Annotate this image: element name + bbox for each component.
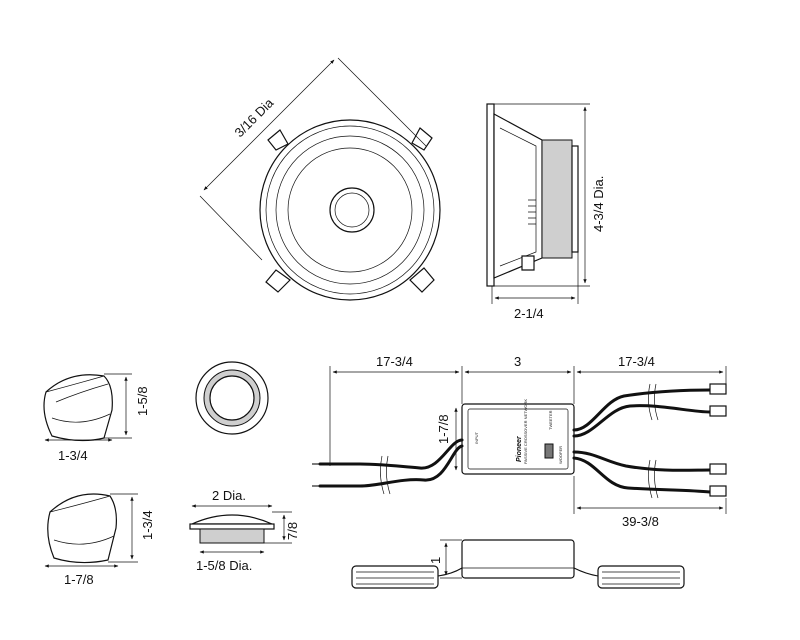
crossover-tweeter-wire-break (648, 383, 659, 421)
crossover-right-lead-label: 17-3/4 (618, 354, 655, 369)
tweeter-small-base (51, 413, 111, 423)
crossover-input-wire-lower (318, 444, 464, 488)
crossover-model-label: PASSIVE CROSSOVER NETWORK (523, 399, 528, 464)
tweeter-large-base (53, 535, 115, 545)
crossover-woofer-connector-b (709, 485, 727, 497)
tweeter-flush-side-body (199, 528, 265, 544)
woofer-cone (287, 147, 413, 273)
crossover-woofer-wire-b (572, 456, 712, 494)
crossover-top-view: 17-3/4 3 17-3/4 1-7/8 INPUT Pioneer PASS… (312, 354, 727, 529)
woofer-side-back-plate (571, 145, 579, 253)
tweeter-angled-large: 1-3/4 1-7/8 (44, 493, 155, 587)
crossover-side-view: 1 (351, 539, 685, 589)
tweeter-large-face (49, 495, 111, 513)
crossover-tweeter-wire-b (572, 404, 712, 438)
crossover-tweeter-connector-b (709, 405, 727, 417)
crossover-brand-label: Pioneer (516, 435, 523, 462)
tweeter-flush-side: 2 Dia. 7/8 1-5/8 Dia. (189, 488, 300, 573)
tweeter-large-body (47, 493, 117, 564)
crossover-input-label: INPUT (474, 431, 479, 444)
crossover-left-lead-label: 17-3/4 (376, 354, 413, 369)
tweeter-small-width-label: 1-3/4 (58, 448, 88, 463)
crossover-output-lead-label: 39-3/8 (622, 514, 659, 529)
crossover-body-length-label: 3 (514, 354, 521, 369)
tweeter-flush-dome (209, 375, 255, 421)
woofer-tab-bottom-right (409, 267, 435, 293)
woofer-side-vent-marks (528, 199, 536, 225)
crossover-woofer-connector-a (709, 463, 727, 475)
tweeter-small-face (45, 375, 109, 403)
crossover-side-cable-right-strands (602, 571, 680, 585)
woofer-diameter-ext-a (199, 195, 263, 261)
tweeter-small-height-label: 1-5/8 (135, 386, 150, 416)
tweeter-flush-side-cap (191, 514, 273, 525)
crossover-side-body (461, 539, 575, 579)
crossover-woofer-wire-break (648, 459, 659, 499)
crossover-side-cable-right (597, 565, 685, 589)
crossover-body-panel (467, 408, 569, 470)
woofer-tab-top-right (411, 127, 433, 151)
woofer-front-view: 3/16 Dia (199, 57, 441, 301)
woofer-depth-label: 2-1/4 (514, 306, 544, 321)
tweeter-flush-depth-label: 7/8 (285, 522, 300, 540)
crossover-side-cable-left-lead (437, 567, 463, 577)
tweeter-small-body (43, 374, 113, 442)
crossover-input-wire-break (380, 455, 391, 495)
woofer-frame-inner (265, 125, 435, 295)
tweeter-flush-cutout-label: 1-5/8 Dia. (196, 558, 252, 573)
crossover-side-height-label: 1 (428, 557, 443, 564)
woofer-side-terminal (521, 255, 535, 271)
crossover-woofer-output-label: WOOFER (558, 446, 563, 464)
woofer-dust-cap-ring (334, 192, 370, 228)
woofer-side-flange (486, 103, 495, 287)
crossover-input-wire-upper (318, 438, 464, 470)
tweeter-large-height-label: 1-3/4 (140, 510, 155, 540)
crossover-woofer-wire-a (572, 450, 712, 472)
woofer-tab-bottom-left (265, 269, 291, 293)
woofer-height-label: 4-3/4 Dia. (591, 176, 606, 232)
tweeter-flush-diameter-label: 2 Dia. (212, 488, 246, 503)
woofer-side-magnet (541, 139, 573, 259)
tweeter-large-width-label: 1-7/8 (64, 572, 94, 587)
woofer-side-view: 4-3/4 Dia. 2-1/4 (486, 103, 606, 321)
crossover-tweeter-output-label: TWEETER (548, 410, 553, 430)
crossover-side-cable-left (351, 565, 439, 589)
crossover-side-cable-right-lead (573, 567, 599, 577)
tweeter-flush-front (195, 361, 269, 435)
crossover-height-label: 1-7/8 (436, 414, 451, 444)
woofer-diameter-label: 3/16 Dia (232, 95, 277, 140)
woofer-dust-cap (329, 187, 375, 233)
woofer-surround (275, 135, 425, 285)
woofer-side-basket (493, 112, 543, 279)
woofer-diameter-dimension-line (203, 59, 335, 191)
woofer-side-basket-detail (499, 127, 537, 267)
crossover-side-cable-left-strands (356, 571, 434, 585)
crossover-tweeter-connector-a (709, 383, 727, 395)
crossover-tweeter-wire-a (572, 388, 712, 432)
tweeter-flush-side-flange (189, 523, 275, 530)
woofer-diameter-ext-b (337, 57, 427, 147)
crossover-level-switch (544, 443, 554, 459)
tweeter-angled-small: 1-5/8 1-3/4 (43, 373, 150, 463)
